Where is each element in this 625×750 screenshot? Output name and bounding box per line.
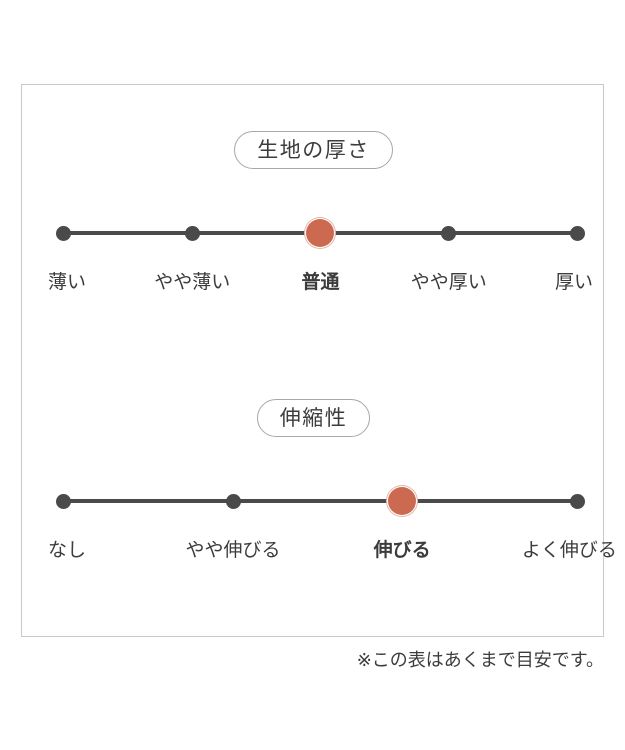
scale-dot-slightly-thick[interactable] [441, 225, 457, 241]
badge-row-stretch: 伸縮性 [22, 399, 605, 437]
scale-dot-thick[interactable] [569, 225, 585, 241]
scale-label-slightly-thin: やや薄い [154, 272, 231, 293]
scale-section-stretch: 伸縮性 なし やや伸びる 伸びる よく伸びる [22, 399, 617, 566]
scale-dots-thickness [22, 219, 605, 247]
scale-stretch [22, 487, 605, 515]
scale-thickness [22, 219, 605, 247]
scale-dot-thin[interactable] [56, 225, 72, 241]
scale-labels-thickness: 薄い やや薄い 普通 やや厚い 厚い [22, 268, 605, 298]
scale-label-thick: 厚い [554, 272, 593, 293]
chart-panel: 生地の厚さ 薄い やや薄い 普通 やや厚い 厚い [21, 84, 617, 637]
scale-dot-none[interactable] [56, 493, 72, 509]
scale-dot-normal-selected[interactable] [306, 219, 335, 247]
badge-row-thickness: 生地の厚さ [22, 131, 605, 169]
scale-track-stretch [63, 499, 577, 503]
section-badge-thickness: 生地の厚さ [234, 131, 393, 169]
scale-label-thin: 薄い [48, 272, 87, 293]
scale-dot-slightly-thin[interactable] [184, 225, 200, 241]
scale-dot-slightly-stretchy[interactable] [225, 493, 241, 509]
scale-dot-very-stretchy[interactable] [569, 493, 585, 509]
scale-section-thickness: 生地の厚さ 薄い やや薄い 普通 やや厚い 厚い [22, 131, 605, 298]
scale-label-very-stretchy: よく伸びる [521, 540, 617, 561]
scale-dot-stretchy-selected[interactable] [388, 487, 417, 515]
scale-label-none: なし [48, 540, 87, 561]
scale-labels-stretch: なし やや伸びる 伸びる よく伸びる [22, 536, 617, 566]
scale-label-slightly-thick: やや厚い [410, 272, 487, 293]
section-badge-stretch: 伸縮性 [256, 399, 371, 437]
scale-label-slightly-stretchy: やや伸びる [185, 540, 281, 561]
scale-label-stretchy-selected: 伸びる [373, 540, 431, 561]
scale-dots-stretch [22, 487, 605, 515]
scale-label-normal-selected: 普通 [301, 272, 340, 293]
chart-footnote: ※この表はあくまで目安です。 [356, 650, 604, 670]
